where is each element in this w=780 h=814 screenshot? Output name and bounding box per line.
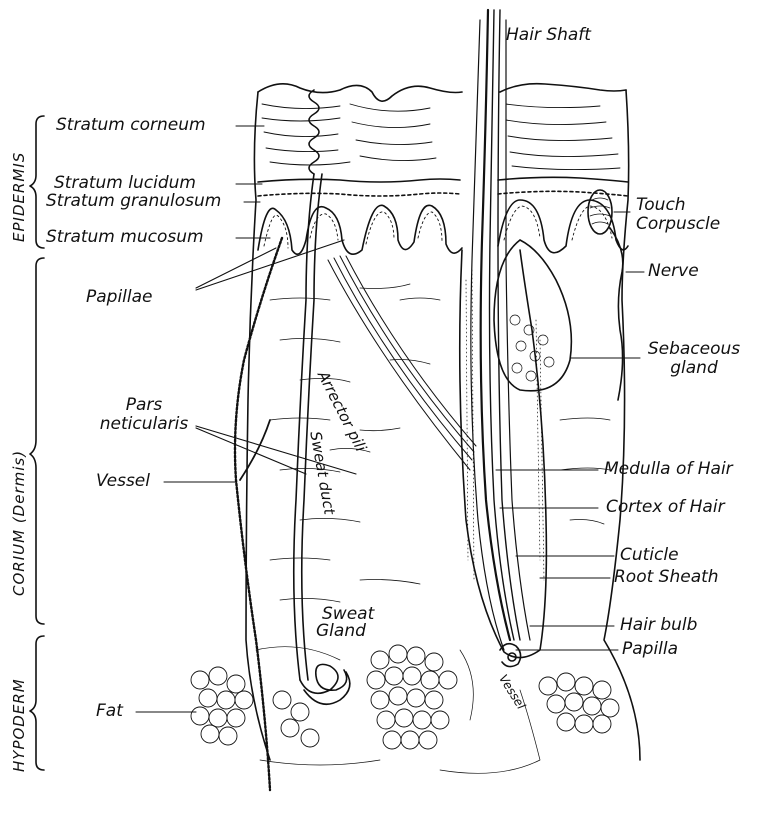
leader-papillae-2 [196,240,344,290]
label-nerve: Nerve [648,262,699,281]
label-stratum-mucosum: Stratum mucosum [46,228,204,247]
label-stratum-granulosum: Stratum granulosum [46,192,221,211]
hypoderm-brace [30,636,44,770]
label-fat: Fat [96,702,123,721]
fat-lobules [191,645,619,749]
sebaceous-cells [510,315,554,381]
label-papillae: Papillae [86,288,153,307]
skin-surface [258,84,626,101]
nerve [610,228,623,400]
label-hypoderm: HYPODERM [10,678,28,772]
sweat-duct [294,174,322,680]
label-touch-line-2: Corpuscle [636,215,720,234]
label-pars-line-1: Pars [96,396,192,415]
sweat-duct-spiral [309,90,319,174]
label-vessel: Vessel [96,472,150,491]
label-sebaceous-line-2: gland [634,359,754,378]
label-sebaceous-gland: Sebaceous gland [634,340,754,378]
label-cuticle: Cuticle [620,546,679,565]
vessel-branch [240,420,270,480]
granulosum-line [258,191,628,196]
label-corium: CORIUM (Dermis) [10,450,28,596]
label-touch-corpuscle: Touch Corpuscle [636,196,720,234]
leader-pars-1 [196,428,306,474]
label-sebaceous-line-1: Sebaceous [634,340,754,359]
label-pars-reticularis: Pars neticularis [96,396,192,434]
label-papilla: Papilla [622,640,678,659]
skin-outline-right [604,90,640,760]
label-hair-bulb: Hair bulb [620,616,697,635]
label-hair-shaft: Hair Shaft [506,26,591,45]
label-sweat-gland: Sweat Gland [316,606,374,640]
label-root-sheath: Root Sheath [614,568,719,587]
label-medulla-of-hair: Medulla of Hair [604,460,733,479]
corium-brace [30,258,44,624]
leader-papillae-1 [196,248,276,288]
epidermis-brace [30,116,44,248]
label-epidermis: EPIDERMIS [10,152,28,242]
vessel [235,238,282,790]
label-touch-line-1: Touch [636,196,720,215]
label-stratum-corneum: Stratum corneum [56,116,206,135]
label-pars-line-2: neticularis [96,415,192,434]
label-sweat-gland-line-2: Gland [316,623,374,640]
label-cortex-of-hair: Cortex of Hair [606,498,725,517]
hair-follicle [460,250,547,658]
